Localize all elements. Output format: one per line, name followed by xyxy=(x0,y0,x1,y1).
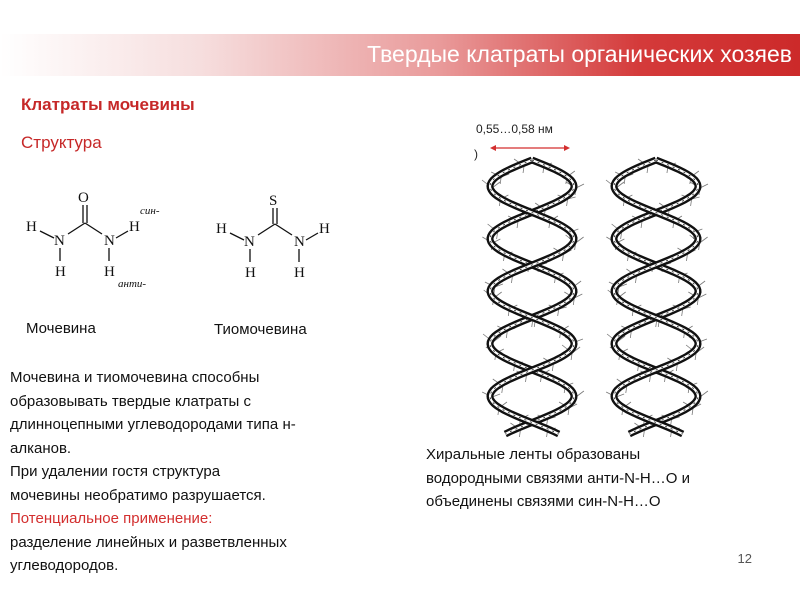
body-line: Мочевина и тиомочевина способны xyxy=(10,369,260,386)
slide-title: Твердые клатраты органических хозяев xyxy=(367,41,792,67)
section-title: Клатраты мочевины xyxy=(21,95,195,114)
urea-h-left-bottom: H xyxy=(55,264,66,280)
body-line: образовывать твердые клатраты с xyxy=(10,392,252,410)
body-line: разделение линейных и разветвленных xyxy=(10,533,287,551)
thiourea-h-left-bottom: H xyxy=(245,265,256,281)
page-number: 12 xyxy=(737,551,752,566)
urea-label: Мочевина xyxy=(26,320,96,337)
caption-line: объединены связями син-N-H…O xyxy=(426,493,661,510)
urea-nitrogen-left: N xyxy=(54,233,65,249)
application-highlight: Потенциальное применение: xyxy=(10,510,213,527)
thiourea-nitrogen-left: N xyxy=(244,234,255,250)
body-text: Мочевина и тиомочевина способны образовы… xyxy=(10,366,390,578)
thiourea-h-right-top: H xyxy=(319,221,330,237)
dimension-label: 0,55…0,58 нм xyxy=(476,122,553,136)
body-line: длинноцепными углеводородами типа н- xyxy=(10,416,296,433)
header-banner: Твердые клатраты органических хозяев xyxy=(0,34,800,76)
caption-line: Хиральные ленты образованы xyxy=(426,446,641,463)
urea-h-left-top: H xyxy=(26,219,37,235)
urea-structure: O N N H H H H син- анти- xyxy=(26,190,160,290)
body-line: алканов. xyxy=(10,439,72,457)
thiourea-nitrogen-right: N xyxy=(294,234,305,250)
thiourea-h-left-top: H xyxy=(216,221,227,237)
figure-caption: Хиральные ленты образованы водородными с… xyxy=(426,443,796,514)
thiourea-structure: S N N H H H H xyxy=(216,193,330,281)
thiourea-sulfur: S xyxy=(269,193,277,209)
urea-h-syn: H xyxy=(129,219,140,235)
urea-oxygen: O xyxy=(78,190,89,206)
anti-label: анти- xyxy=(118,278,146,290)
body-line: углеводородов. xyxy=(10,557,119,574)
svg-text:): ) xyxy=(474,147,478,161)
syn-label: син- xyxy=(140,205,160,217)
body-line: мочевины необратимо разрушается. xyxy=(10,486,266,504)
helix-right xyxy=(605,156,709,438)
body-line: При удалении гостя структура xyxy=(10,463,221,480)
caption-line: водородными связями анти-N-H…O и xyxy=(426,469,690,487)
urea-nitrogen-right: N xyxy=(104,233,115,249)
section-subtitle: Структура xyxy=(21,133,102,152)
helix-figure: ) xyxy=(474,145,709,438)
thiourea-h-right-bottom: H xyxy=(294,265,305,281)
helix-left xyxy=(481,156,585,438)
thiourea-label: Тиомочевина xyxy=(214,321,307,338)
urea-h-anti: H xyxy=(104,264,115,280)
